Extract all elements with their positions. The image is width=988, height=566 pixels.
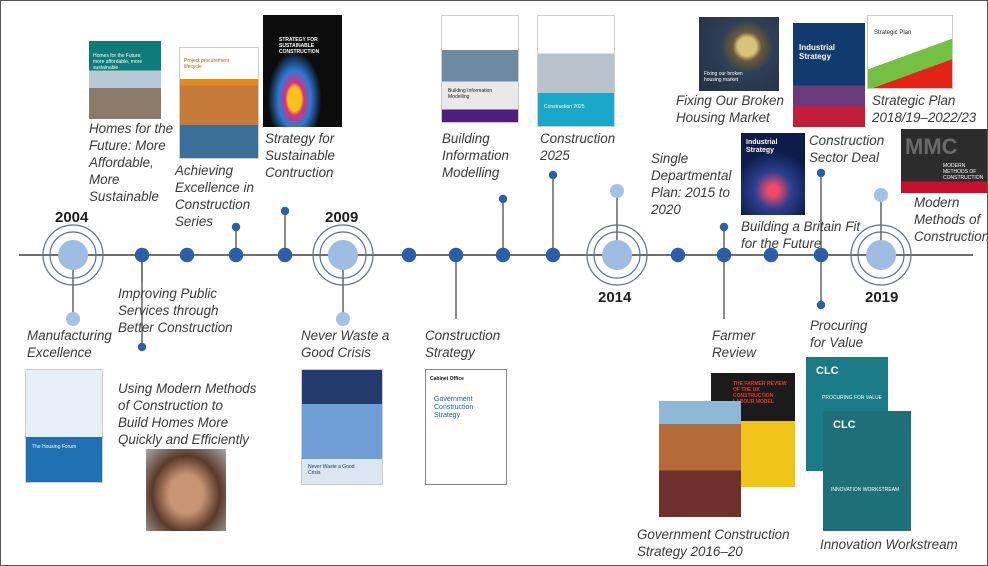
cover-government-construction-strategy: Cabinet Office Government Construction S… — [425, 369, 507, 485]
year-disc-0 — [58, 240, 88, 270]
stem-knob-13 — [816, 300, 826, 310]
cover-strategic-plan: Strategic Plan — [867, 15, 953, 89]
event-dot-1 — [179, 247, 195, 263]
label-farmer-review: Farmer Review — [712, 328, 756, 360]
label-building-britain-fit: Building a Britain Fit for the Future — [741, 219, 861, 251]
year-ring-inner-0 — [49, 231, 97, 279]
label-using-mmc: Using Modern Methods of Construction to … — [118, 381, 257, 447]
cover-strategy-sustainable: STRATEGY FOR SUSTAINABLE CONSTRUCTION — [263, 15, 342, 127]
year-2014: 2014 — [598, 289, 632, 306]
stem-knob-14 — [874, 188, 888, 202]
event-dot-11 — [813, 247, 829, 263]
cover-building-britain-fit: Industrial Strategy — [741, 133, 805, 215]
label-achieving-excellence: Achieving Excellence in Construction Ser… — [175, 163, 254, 229]
year-2019: 2019 — [865, 289, 899, 306]
cover-homes-for-the-future: Homes for the Future: more affordable, m… — [89, 41, 161, 119]
year-ring-outer-1 — [312, 224, 374, 286]
cover-manufacturing-excellence: The Housing Forum — [25, 369, 103, 483]
stem-knob-5 — [336, 312, 350, 326]
stem-knob-3 — [231, 222, 241, 232]
event-dot-6 — [495, 247, 511, 263]
cover-innovation-workstream: CLC INNOVATION WORKSTREAM — [823, 411, 911, 531]
stem-knob-10 — [719, 222, 729, 232]
cover-fixing-housing: Fixing our broken housing market — [699, 17, 779, 91]
year-ring-outer-0 — [42, 224, 104, 286]
label-gov-strategy-2016: Government Construction Strategy 2016–20 — [637, 527, 790, 559]
event-dot-5 — [448, 247, 464, 263]
label-construction-sector-deal: Construction Sector Deal — [809, 133, 885, 165]
event-dot-0 — [134, 247, 150, 263]
photo-using-mmc — [146, 449, 226, 531]
event-dot-10 — [763, 247, 779, 263]
year-ring-inner-2 — [593, 231, 641, 279]
label-strategic-plan: Strategic Plan 2018/19–2022/23 — [872, 93, 977, 125]
label-innovation-workstream: Innovation Workstream — [820, 537, 958, 552]
event-dot-3 — [277, 247, 293, 263]
year-disc-2 — [602, 240, 632, 270]
cover-achieving-excellence: Project procurement lifecycle — [179, 47, 259, 159]
stem-knob-4 — [280, 206, 290, 216]
label-homes-for-the-future: Homes for the Future: More Affordable, M… — [89, 121, 174, 204]
label-fixing-housing: Fixing Our Broken Housing Market — [676, 93, 784, 125]
stem-knob-7 — [498, 194, 508, 204]
year-2004: 2004 — [55, 209, 89, 226]
label-construction-2025: Construction 2025 — [540, 131, 616, 163]
cover-gov-strategy-2016 — [659, 401, 741, 517]
label-never-waste: Never Waste a Good Crisis — [301, 328, 390, 360]
label-bim: Building Information Modelling — [442, 131, 509, 180]
stem-knob-8 — [548, 170, 558, 180]
year-ring-outer-3 — [850, 224, 912, 286]
stem-knob-9 — [610, 184, 624, 198]
label-procuring-for-value: Procuring for Value — [810, 318, 868, 350]
label-construction-strategy: Construction Strategy — [425, 328, 501, 360]
label-single-departmental-plan: Single Departmental Plan: 2015 to 2020 — [651, 151, 732, 217]
year-ring-inner-1 — [319, 231, 367, 279]
year-2009: 2009 — [325, 209, 359, 226]
event-dot-9 — [716, 247, 732, 263]
year-ring-inner-3 — [857, 231, 905, 279]
event-dot-2 — [228, 247, 244, 263]
cover-modern-methods: MMC MODERN METHODS OF CONSTRUCTION — [901, 129, 987, 193]
label-modern-methods: Modern Methods of Construction — [914, 195, 988, 244]
cover-industrial-strategy: Industrial Strategy — [793, 23, 865, 127]
year-disc-3 — [866, 240, 896, 270]
cover-construction-2025: Construction 2025 — [537, 15, 615, 127]
label-strategy-sustainable: Strategy for Sustainable Contruction — [265, 131, 335, 180]
label-manufacturing-excellence: Manufacturing Excellence — [27, 328, 112, 360]
cover-bim: Building Information Modelling — [441, 15, 519, 123]
stem-knob-2 — [137, 342, 147, 352]
year-disc-1 — [328, 240, 358, 270]
event-dot-4 — [401, 247, 417, 263]
event-dot-8 — [670, 247, 686, 263]
label-improving-services: Improving Public Services through Better… — [118, 286, 233, 335]
event-dot-7 — [545, 247, 561, 263]
cover-never-waste: Never Waste a Good Crisis — [301, 369, 383, 485]
year-ring-outer-2 — [586, 224, 648, 286]
stem-knob-12 — [816, 168, 826, 178]
stem-knob-0 — [66, 312, 80, 326]
